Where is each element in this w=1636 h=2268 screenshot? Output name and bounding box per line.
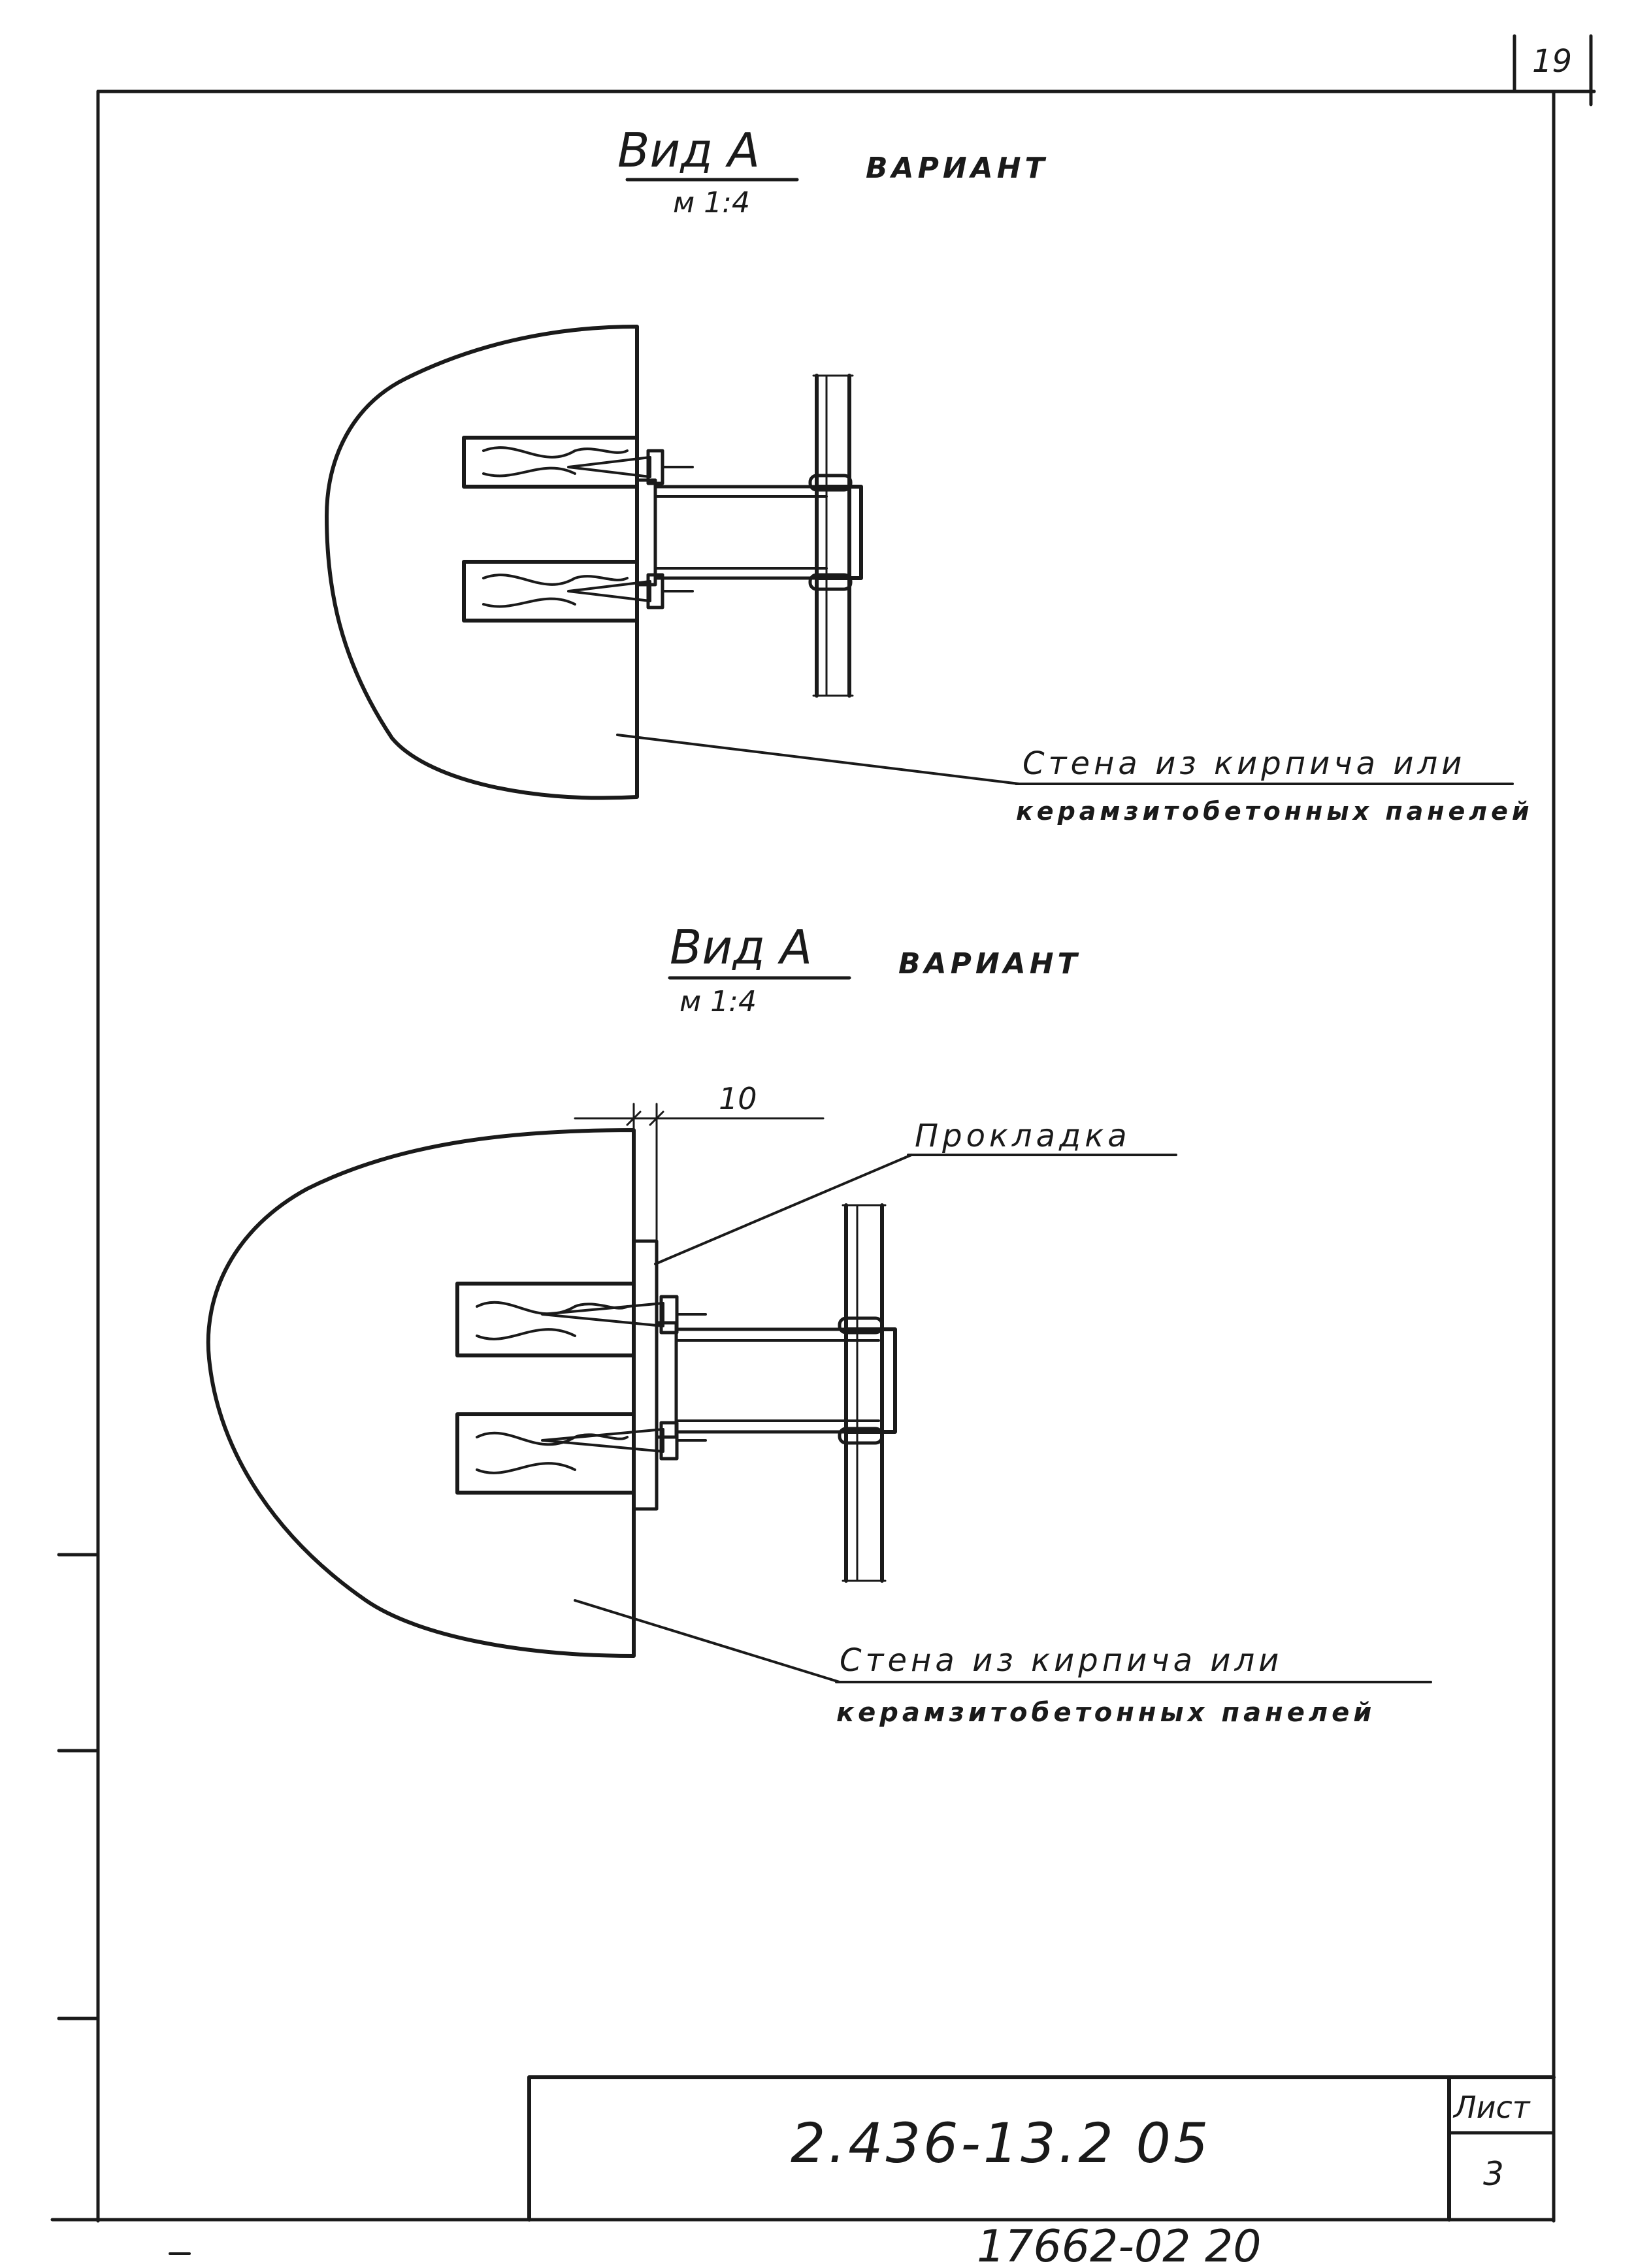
dimension-gasket-thickness: 10 [574, 1081, 825, 1242]
wall-leader-bottom [574, 1599, 841, 1683]
wood-plug-upper [462, 436, 639, 489]
view-bottom-scale: м 1:4 [679, 985, 757, 1018]
pipe-bottom [842, 1203, 887, 1583]
view-bottom-variant: ВАРИАНТ [898, 947, 1081, 980]
gasket-leader [654, 1154, 913, 1265]
pipe-clamp-top [808, 474, 863, 591]
view-top-scale: м 1:4 [673, 186, 750, 219]
pipe-top [812, 374, 854, 698]
view-top-title: Вид А [617, 123, 760, 178]
wood-plug-lower-bottom [455, 1412, 636, 1495]
wall-callout-bottom-line2: керамзитобетонных панелей [836, 1698, 1375, 1728]
sheet-label: Лист [1452, 2090, 1531, 2125]
wall-callout-top-line1: Стена из кирпича или [1022, 745, 1465, 782]
wall-section-bottom [206, 1128, 636, 1658]
footer-stamp: 17662-02 20 [977, 2221, 1262, 2268]
bracket-arms-bottom [674, 1327, 881, 1434]
sheet-frame [50, 34, 1596, 2255]
wall-callout-bottom-line1: Стена из кирпича или [840, 1642, 1283, 1679]
dimension-value: 10 [719, 1081, 757, 1116]
wall-section-top [325, 325, 639, 800]
gasket [632, 1239, 659, 1511]
screw-upper-bottom [541, 1295, 707, 1335]
wood-plug-lower [462, 560, 639, 623]
sheet-number: 3 [1483, 2155, 1504, 2193]
title-block: 2.436-13.2 05 Лист 3 [527, 2075, 1556, 2222]
pipe-clamp-bottom [838, 1316, 897, 1445]
wall-leader-top [616, 734, 1021, 785]
bracket-plate-top [635, 478, 657, 587]
view-top-variant: ВАРИАНТ [866, 152, 1049, 185]
screw-lower-bottom [541, 1421, 707, 1461]
bracket-arms-top [653, 485, 828, 580]
page-corner-number: 19 [1532, 43, 1572, 80]
view-bottom: Вид А м 1:4 ВАРИАНТ 10 Прокладка [206, 920, 1432, 1728]
bracket-plate-bottom [655, 1321, 678, 1439]
screw-upper-top [567, 449, 694, 485]
view-bottom-title: Вид А [670, 920, 812, 975]
view-top: Вид А м 1:4 ВАРИАНТ [325, 123, 1533, 826]
gasket-label: Прокладка [915, 1118, 1131, 1154]
document-code: 2.436-13.2 05 [791, 2111, 1211, 2175]
wall-callout-top-line2: керамзитобетонных панелей [1016, 797, 1533, 826]
